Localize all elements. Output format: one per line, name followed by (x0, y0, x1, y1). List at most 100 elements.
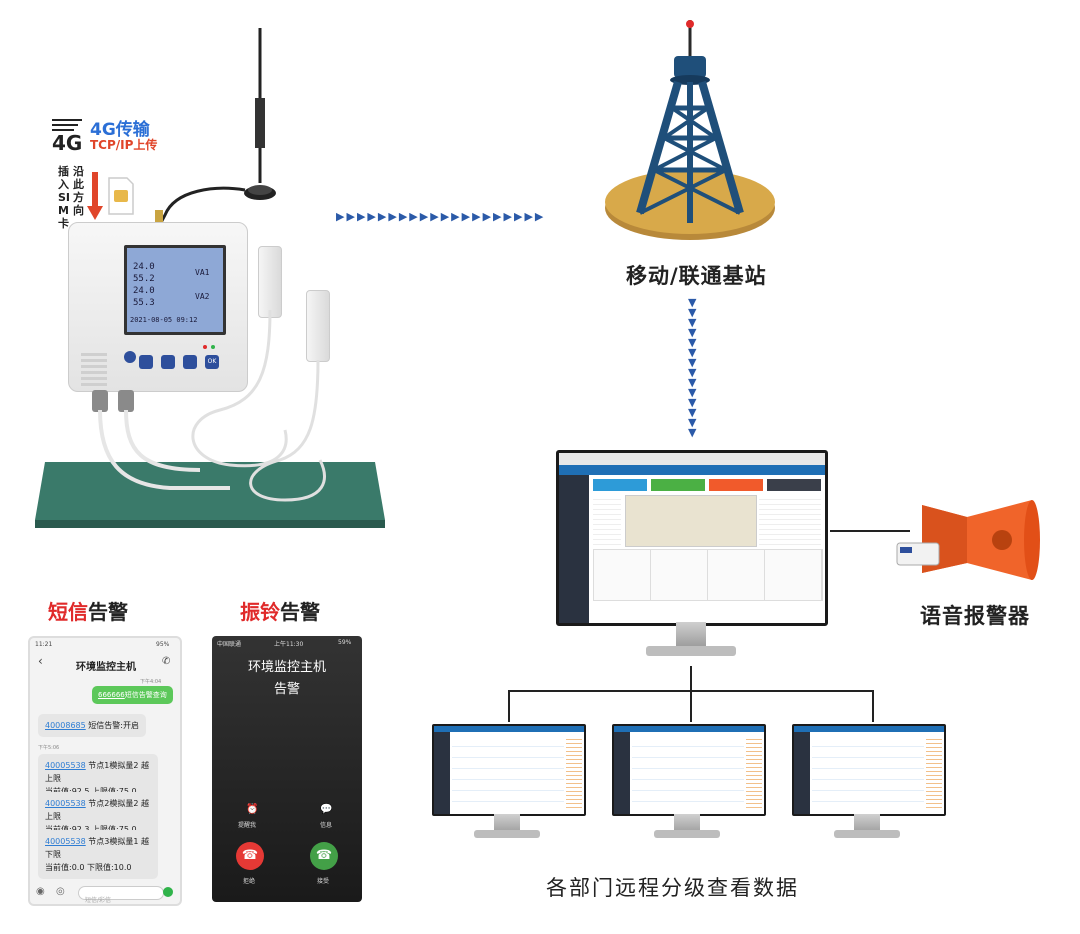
sms-msg-2-line1: 节点1模拟量2 越上限 (45, 761, 149, 783)
device-button-up[interactable] (161, 355, 175, 369)
arrows-device-to-tower: ▶▶▶▶▶▶▶▶▶▶ ▶▶▶▶▶▶▶▶▶▶ (336, 210, 544, 223)
call-status-time: 上午11:30 (274, 641, 304, 648)
sms-heading: 短信告警 (48, 596, 128, 625)
lcd-date: 2021-08-05 09:12 (130, 316, 198, 324)
sms-phone: 11:21 95% ‹ 环境监控主机 ✆ 下午4:04 666666短信告警查询… (28, 636, 182, 906)
sms-msg-2-num[interactable]: 40005538 (45, 761, 86, 770)
siren-label: 语音报警器 (920, 604, 1030, 628)
sms-msg-3-line1: 节点2模拟量2 越上限 (45, 799, 149, 821)
message-icon[interactable]: 💬 (320, 804, 333, 815)
led-red (203, 345, 207, 349)
sms-input-placeholder: 短信/彩信 (85, 897, 112, 904)
call-heading-red: 振铃 (240, 600, 280, 624)
sms-sent-prefix: 666666 (98, 691, 125, 699)
sms-msg-1-text: 短信告警:开启 (88, 721, 139, 730)
call-phone: 中国联通 上午11:30 59% 环境监控主机 告警 ⏰ 提醒我 💬 信息 ☎ … (212, 636, 362, 902)
link-monitor-siren (830, 530, 910, 532)
net-badge-text: 4G (52, 131, 83, 155)
cable-gland-1 (92, 390, 108, 412)
main-monitor-neck (676, 622, 706, 648)
sim-arrow-icon (87, 172, 103, 220)
main-monitor (556, 450, 828, 666)
lcd-tag-1: VA1 (195, 268, 210, 277)
siren-icon (896, 500, 1040, 580)
sms-msg-3-line2: 当前值:92.3 上限值:75.0 (45, 825, 137, 834)
vent-left (81, 353, 107, 389)
sms-heading-black: 告警 (88, 600, 128, 624)
sms-status-battery: 95% (156, 641, 170, 648)
sim-hint-col2: 插入SIM卡 (58, 165, 71, 230)
sms-back-icon[interactable]: ‹ (38, 654, 43, 668)
remind-label: 提醒我 (238, 822, 257, 829)
sms-camera-icon[interactable]: ◉ (36, 886, 45, 897)
antenna-icon (244, 28, 276, 200)
sim-card-icon (108, 177, 134, 215)
main-tile-dark (767, 479, 821, 491)
tower-label: 移动/联通基站 (626, 264, 767, 288)
sms-send-icon[interactable] (163, 887, 173, 897)
link-right-down (872, 690, 874, 722)
sim-hint-col1: 沿此方向 (73, 165, 84, 217)
sms-msg-3-num[interactable]: 40005538 (45, 799, 86, 808)
lcd-line-1: 24.0 (133, 262, 155, 272)
dept-monitor-3-screen (792, 724, 946, 816)
main-screen-navbar (559, 465, 825, 475)
call-heading: 振铃告警 (240, 596, 320, 625)
sms-sent-bubble: 666666短信告警查询 (92, 686, 173, 704)
network-badge: 4G 4G传输 TCP/IP上传 (52, 115, 182, 155)
main-tile-blue (593, 479, 647, 491)
main-list-right (759, 495, 821, 545)
lcd-line-3: 24.0 (133, 286, 155, 296)
lcd-line-2: 55.2 (133, 274, 155, 284)
link-left-down (508, 690, 510, 722)
net-subtitle: TCP/IP上传 (90, 138, 158, 152)
cable-gland-2 (118, 390, 134, 412)
main-monitor-stand (646, 646, 736, 656)
led-green (211, 345, 215, 349)
sms-sent-time: 下午4:04 (140, 679, 162, 685)
device-button-back[interactable] (139, 355, 153, 369)
caller-subtitle: 告警 (273, 682, 300, 697)
sms-input[interactable]: 短信/彩信 (78, 886, 164, 904)
main-tile-orange (709, 479, 763, 491)
accept-label: 接受 (317, 878, 330, 885)
main-monitor-screen (556, 450, 828, 626)
arrows-tower-to-server: ▼▼▼▼▼▼▼ ▼▼▼▼▼▼▼ (688, 296, 697, 439)
tower-icon (605, 20, 775, 240)
device-button-ok[interactable]: OK (205, 355, 219, 369)
dept-monitor-2-neck (674, 814, 700, 832)
dept-monitor-3 (792, 724, 946, 844)
departments-label: 各部门远程分级查看数据 (546, 876, 799, 900)
device-logo (124, 351, 136, 363)
sms-msg-4-line1: 节点3模拟量1 越下限 (45, 837, 149, 859)
sms-msg-1-num[interactable]: 40008685 (45, 721, 86, 730)
sms-apps-icon[interactable]: ◎ (56, 886, 65, 897)
dept-monitor-1 (432, 724, 586, 844)
main-map (625, 495, 757, 547)
sms-msg-4: 40005538 节点3模拟量1 越下限 当前值:0.0 下限值:10.0 (38, 830, 158, 879)
sensor-probe-1 (258, 246, 282, 318)
remind-icon[interactable]: ⏰ (246, 804, 259, 815)
dept-monitor-1-screen (432, 724, 586, 816)
signal-lines-icon (52, 119, 82, 131)
dept-monitor-3-neck (854, 814, 880, 832)
link-main-down (690, 666, 692, 690)
sms-call-icon[interactable]: ✆ (162, 656, 171, 667)
dept-monitor-2 (612, 724, 766, 844)
accept-button[interactable]: ☎ (310, 842, 338, 870)
main-tile-green (651, 479, 705, 491)
decline-button[interactable]: ☎ (236, 842, 264, 870)
dept-monitor-1-neck (494, 814, 520, 832)
dept-monitor-3-stand (834, 830, 900, 838)
call-status-carrier: 中国联通 (217, 641, 242, 648)
call-heading-black: 告警 (280, 600, 320, 624)
link-mid-down (690, 690, 692, 722)
caller-name: 环境监控主机 (247, 660, 326, 675)
sms-msg-4-num[interactable]: 40005538 (45, 837, 86, 846)
device-button-down[interactable] (183, 355, 197, 369)
decline-label: 拒绝 (243, 878, 256, 885)
main-list-left (593, 495, 621, 545)
sms-heading-red: 短信 (48, 600, 88, 624)
dept-monitor-1-stand (474, 830, 540, 838)
sms-msg-1: 40008685 短信告警:开启 (38, 714, 146, 737)
